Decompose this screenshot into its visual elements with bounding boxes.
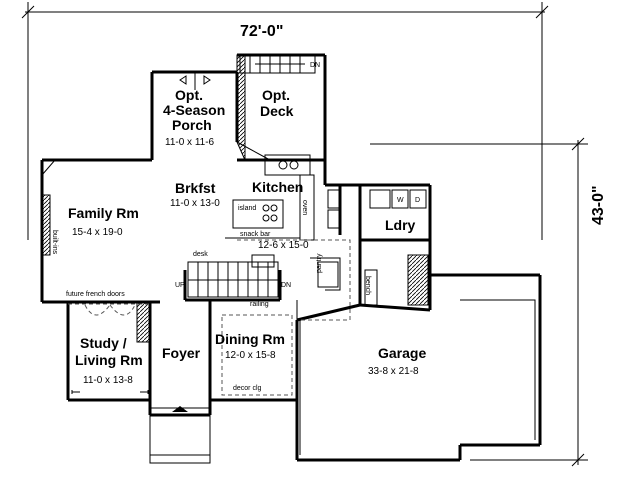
desk xyxy=(251,254,275,268)
deck-stairs xyxy=(239,54,316,74)
brkfst-size: 11-0 x 13-0 xyxy=(170,198,220,209)
study-name-line2: Living Rm xyxy=(75,352,143,368)
study-shelving xyxy=(136,301,151,343)
kitchen-name: Kitchen xyxy=(252,179,303,195)
porch-name-line1: Opt. xyxy=(175,87,203,103)
oven-label: oven xyxy=(301,200,308,215)
study-size: 11-0 x 13-8 xyxy=(83,375,133,386)
bench-label: bench xyxy=(364,276,371,295)
exterior-walls xyxy=(40,158,542,462)
built-ins-label: built-ins xyxy=(51,230,58,255)
deck-name-line2: Deck xyxy=(260,103,294,119)
dryer-label: D xyxy=(415,197,420,204)
porch-name-line3: Porch xyxy=(172,117,212,133)
study-name-line1: Study / xyxy=(80,335,127,351)
powder-toilet xyxy=(327,209,341,229)
laundry-name: Ldry xyxy=(385,217,416,233)
study-door-swing xyxy=(84,304,136,316)
kitchen-island xyxy=(232,199,284,229)
main-stairs xyxy=(187,254,279,298)
kitchen-boundary xyxy=(237,239,351,321)
garage-size: 33-8 x 21-8 xyxy=(368,366,419,377)
porch-size: 11-0 x 11-6 xyxy=(165,137,215,148)
study-window-arrow-right xyxy=(140,390,149,394)
desk-label: desk xyxy=(193,251,208,258)
railing-label: railing xyxy=(250,301,269,308)
dining-name: Dining Rm xyxy=(215,331,285,347)
snack-bar-label: snack bar xyxy=(240,231,271,238)
kitchen-size: 12-6 x 15-0 xyxy=(258,240,309,251)
garage-outline-inner xyxy=(299,299,536,455)
width-dimension xyxy=(21,2,549,240)
foyer-name: Foyer xyxy=(162,345,201,361)
stairs-dn-label: DN xyxy=(281,282,291,289)
island-label: island xyxy=(238,205,256,212)
study-window-arrow-left xyxy=(71,390,80,394)
brkfst-name: Brkfst xyxy=(175,180,216,196)
family-built-ins-hatch xyxy=(41,194,51,256)
overall-depth-label: 43-0" xyxy=(590,185,607,225)
kitchen-cabinets xyxy=(225,154,315,241)
decor-clg-label: decor clg xyxy=(233,385,262,392)
dining-size: 12-0 x 15-8 xyxy=(225,350,276,361)
deck-outline xyxy=(236,53,327,161)
pantry-outline xyxy=(310,257,341,291)
laundry-closet xyxy=(407,254,429,306)
laundry-sink xyxy=(369,189,391,209)
decor-ceiling xyxy=(221,314,293,396)
family-size: 15-4 x 19-0 xyxy=(72,227,123,238)
fridge xyxy=(327,189,341,209)
depth-dimension xyxy=(370,137,588,467)
dryer xyxy=(409,189,427,209)
washer-label: W xyxy=(397,197,404,204)
front-entry xyxy=(149,406,211,464)
family-name: Family Rm xyxy=(68,205,139,221)
overall-width-label: 72'-0" xyxy=(240,23,283,40)
porch-name-line2: 4-Season xyxy=(163,102,225,118)
deck-name-line1: Opt. xyxy=(262,87,290,103)
garage-name: Garage xyxy=(378,345,426,361)
pantry-label: pantry xyxy=(316,253,323,273)
deck-stair-dn-label: DN xyxy=(310,62,320,69)
stairs-up-label: UP xyxy=(175,282,185,289)
future-french-doors-label: future french doors xyxy=(66,291,125,298)
washer xyxy=(391,189,409,209)
